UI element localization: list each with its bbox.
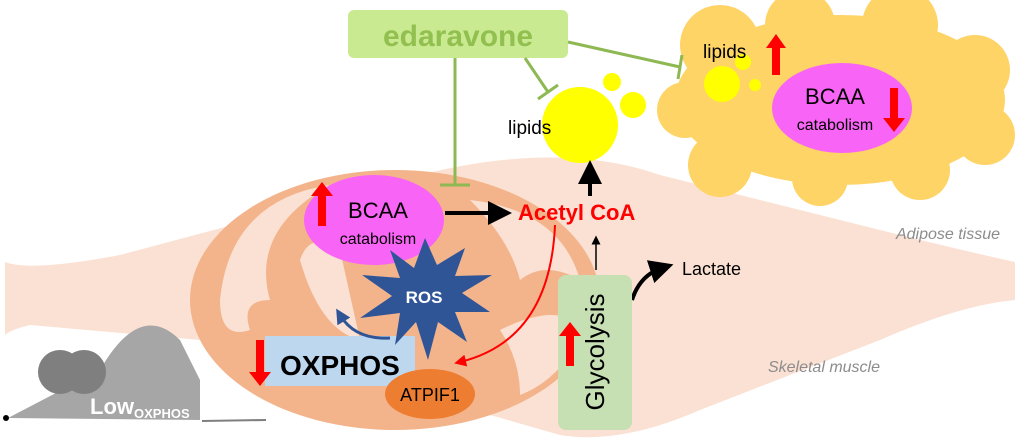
atpif1-ellipse bbox=[385, 369, 475, 419]
adipose-tissue bbox=[657, 0, 1015, 206]
ros-star bbox=[360, 238, 492, 360]
up-arrow-icon bbox=[766, 34, 786, 75]
bcaa-muscle-label: BCAA bbox=[348, 198, 408, 223]
lipid-droplets-adipose bbox=[704, 54, 761, 102]
acetyl-coa-label: Acetyl CoA bbox=[518, 200, 635, 225]
skeletal-muscle-label: Skeletal muscle bbox=[768, 359, 880, 376]
bcaa-muscle-ellipse bbox=[304, 175, 444, 265]
adipose-tissue-label: Adipose tissue bbox=[895, 226, 1000, 243]
ros-label: ROS bbox=[406, 288, 443, 307]
up-arrow-icon bbox=[311, 182, 333, 226]
edaravone-label: edaravone bbox=[383, 20, 533, 53]
lipids-adipose-label: lipids bbox=[703, 42, 746, 63]
mouse-icon bbox=[3, 325, 267, 422]
mouse-label: LowOXPHOS bbox=[90, 394, 190, 421]
bcaa-adipose-label: BCAA bbox=[805, 84, 865, 109]
edaravone-box bbox=[348, 10, 568, 58]
inhibition-lines bbox=[440, 40, 684, 187]
lipids-muscle-label: lipids bbox=[508, 118, 551, 139]
bcaa-adipose-ellipse bbox=[772, 63, 912, 153]
oxphos-label: OXPHOS bbox=[280, 350, 400, 381]
glycolysis-box bbox=[558, 275, 632, 430]
glycolysis-to-lactate-arrow bbox=[630, 260, 674, 301]
lipid-droplets-muscle bbox=[542, 73, 646, 163]
lactate-label: Lactate bbox=[682, 259, 741, 279]
glycolysis-label: Glycolysis bbox=[580, 293, 610, 410]
catabolism-muscle-label: catabolism bbox=[340, 231, 416, 248]
oxphos-box bbox=[265, 336, 415, 386]
down-arrow-icon bbox=[249, 340, 271, 386]
up-arrow-icon bbox=[559, 322, 581, 366]
ros-feedback-arrow bbox=[336, 308, 391, 340]
acetyl-to-atpif1-arrow bbox=[454, 224, 556, 367]
atpif1-label: ATPIF1 bbox=[400, 385, 460, 405]
down-arrow-icon bbox=[883, 88, 905, 132]
catabolism-adipose-label: catabolism bbox=[797, 117, 873, 134]
